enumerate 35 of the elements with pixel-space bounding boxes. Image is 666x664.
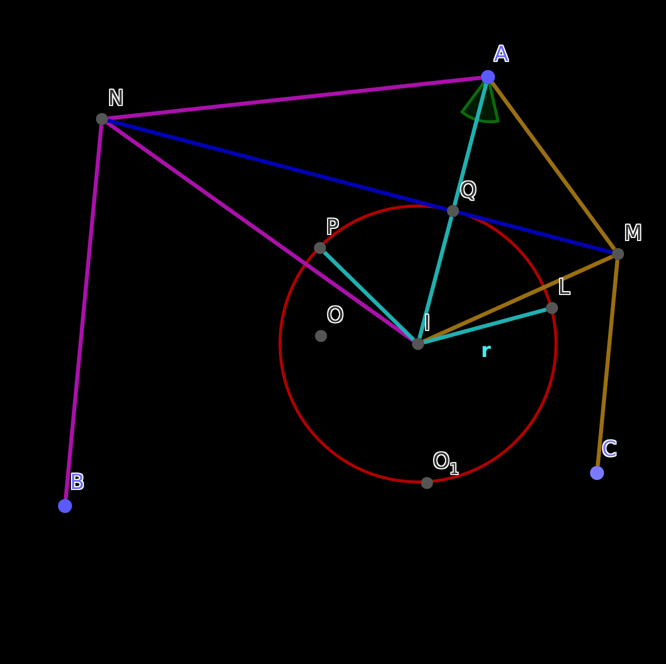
point-label: C [602,438,617,460]
point-label: B [70,471,84,493]
line-segment [106,120,414,342]
point [421,477,433,489]
point [314,242,326,254]
point [481,70,495,84]
point-label: P [326,216,339,238]
line-segment [107,118,448,212]
line-segment [452,83,488,206]
line-segment [423,308,547,344]
line-segment [64,124,104,500]
point [612,248,624,260]
line-segment [418,216,454,339]
point [447,205,459,217]
line-segment [108,76,482,120]
edge-label: r [481,340,491,360]
line-segment [458,210,613,254]
line-segment [422,254,614,344]
point [315,330,327,342]
point [590,466,604,480]
point-label: L [558,276,570,298]
line-segment [322,250,416,342]
line-segment [596,260,620,466]
point-label: Q [460,179,477,201]
point-label: O [327,304,344,326]
point-label: N [108,87,124,109]
point-label: A [494,43,508,65]
point-label: O$_{1}$ [433,450,460,480]
point [412,338,424,350]
point [58,499,72,513]
point-label: I [424,312,430,334]
point [546,302,558,314]
line-segment [490,81,616,250]
point [96,113,108,125]
point-label: M [624,222,642,244]
